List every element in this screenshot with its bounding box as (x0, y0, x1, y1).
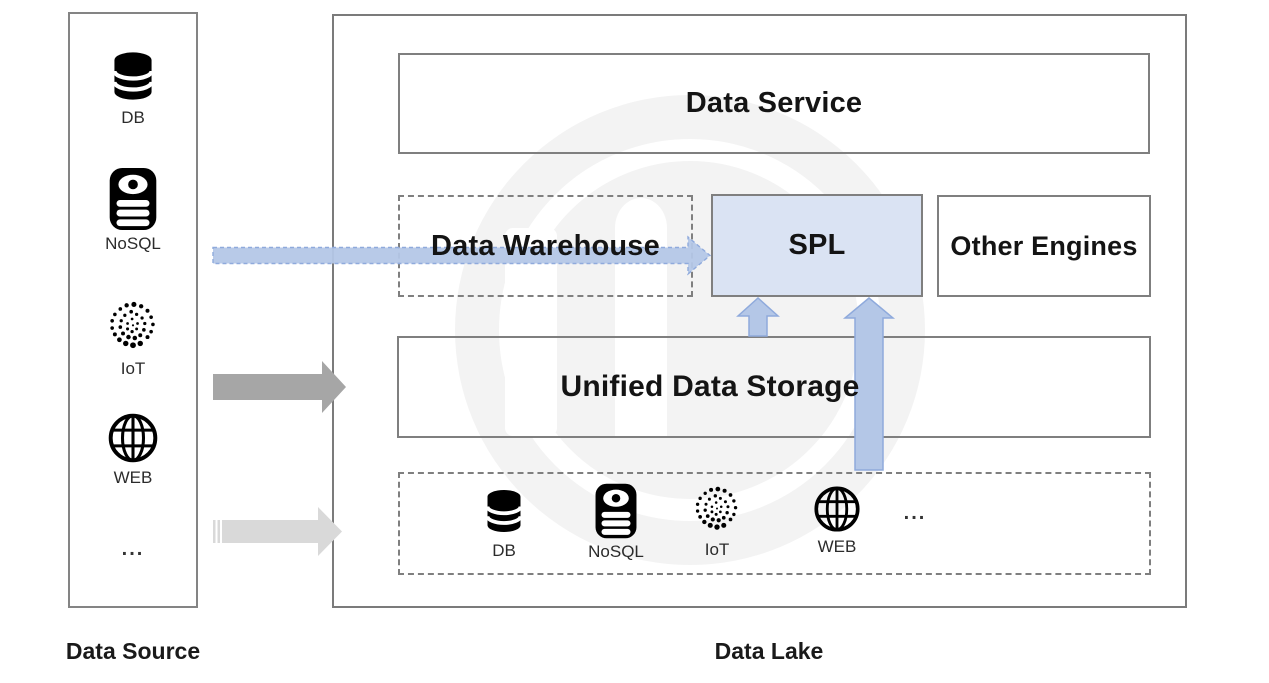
unified-storage-box (397, 336, 1151, 438)
web-icon (108, 413, 158, 463)
source-item-label: DB (121, 108, 145, 127)
storage-sources-box (398, 472, 1151, 575)
spl-box (711, 194, 923, 297)
web-icon (814, 486, 860, 532)
storage-item-db: DB (454, 483, 554, 561)
db-icon (485, 490, 523, 532)
storage-item-web: WEB (787, 483, 887, 557)
source-item-label: NoSQL (105, 234, 161, 253)
nosql-icon (595, 483, 637, 539)
storage-item-nosql: NoSQL (566, 482, 666, 562)
other-engines-title: Other Engines (950, 230, 1138, 261)
data-service-box (398, 53, 1150, 154)
source-item-label: IoT (120, 359, 146, 378)
source-item-nosql: NoSQL (68, 166, 198, 254)
source-item-label: WEB (113, 468, 153, 487)
source-item-db: DB (68, 46, 198, 128)
storage-item-label: IoT (704, 540, 730, 559)
data-service-title: Data Service (685, 87, 863, 119)
data-warehouse-title: Data Warehouse (431, 229, 660, 262)
data-lake-caption: Data Lake (714, 638, 824, 664)
nosql-icon (109, 167, 157, 231)
iot-icon (695, 486, 738, 530)
data-lake-box (332, 14, 1187, 608)
storage-item-label: DB (492, 541, 516, 560)
data-source-caption: Data Source (65, 638, 201, 664)
spl-title: SPL (788, 229, 846, 261)
storage-item-label: NoSQL (588, 542, 644, 561)
other-engines-box (937, 195, 1151, 297)
storage-item-iot: IoT (667, 484, 767, 560)
unified-storage-title: Unified Data Storage (560, 370, 860, 403)
source-item-web: WEB (68, 410, 198, 488)
source-item-iot: IoT (68, 299, 198, 379)
source-item-ellipsis: ... (121, 538, 145, 560)
storage-item-ellipsis: ... (903, 502, 927, 524)
iot-icon (110, 301, 155, 349)
storage-item-label: WEB (817, 537, 857, 556)
data-source-box (68, 12, 198, 608)
db-icon (112, 52, 154, 100)
